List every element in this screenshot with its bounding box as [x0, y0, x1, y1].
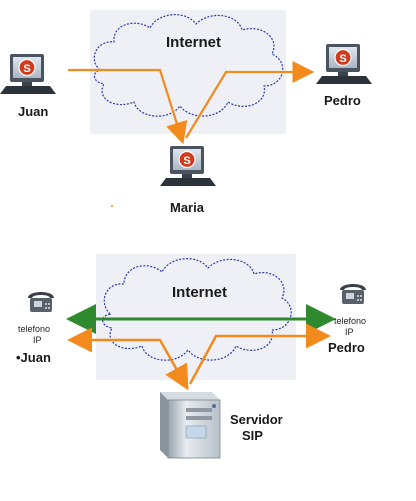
top-node-label-pedro: Pedro [324, 93, 361, 108]
skype-computer-icon: S [160, 146, 216, 186]
right-phone-caption-line1: telefono [334, 316, 367, 326]
top-cloud-shape [93, 14, 284, 117]
bottom-cloud-label: Internet [172, 284, 228, 301]
bottom-arrow-server-pedro [188, 323, 331, 385]
server-tower-icon [160, 392, 221, 459]
bottom-cloud-backdrop [96, 254, 296, 380]
left-phone-caption-line1: telefono [18, 324, 51, 334]
svg-text:S: S [183, 155, 190, 167]
top-arrow-maria-to-pedro [185, 61, 315, 139]
skype-computer-icon: S [316, 44, 372, 84]
server-label-line2: SIP [242, 428, 263, 443]
ip-phone-icon [28, 292, 54, 312]
stray-dot [111, 205, 113, 207]
server-label-line1: Servidor [230, 412, 283, 427]
right-phone-name: Pedro [328, 340, 365, 355]
right-phone-caption-line2: IP [345, 327, 354, 337]
top-node-label-juan: Juan [18, 104, 49, 119]
skype-computer-icon: S [0, 54, 56, 94]
bottom-arrow-juan-server [67, 327, 189, 391]
left-phone-caption-line2: IP [33, 335, 42, 345]
svg-text:S: S [23, 63, 30, 75]
svg-text:S: S [339, 53, 346, 65]
top-node-label-maria: Maria [170, 200, 204, 215]
bottom-internet-region [96, 254, 296, 380]
left-phone-name: •Juan [16, 350, 51, 365]
ip-phone-icon [340, 284, 366, 304]
top-arrow-juan-to-maria [68, 68, 188, 145]
top-cloud-label: Internet [166, 34, 222, 51]
